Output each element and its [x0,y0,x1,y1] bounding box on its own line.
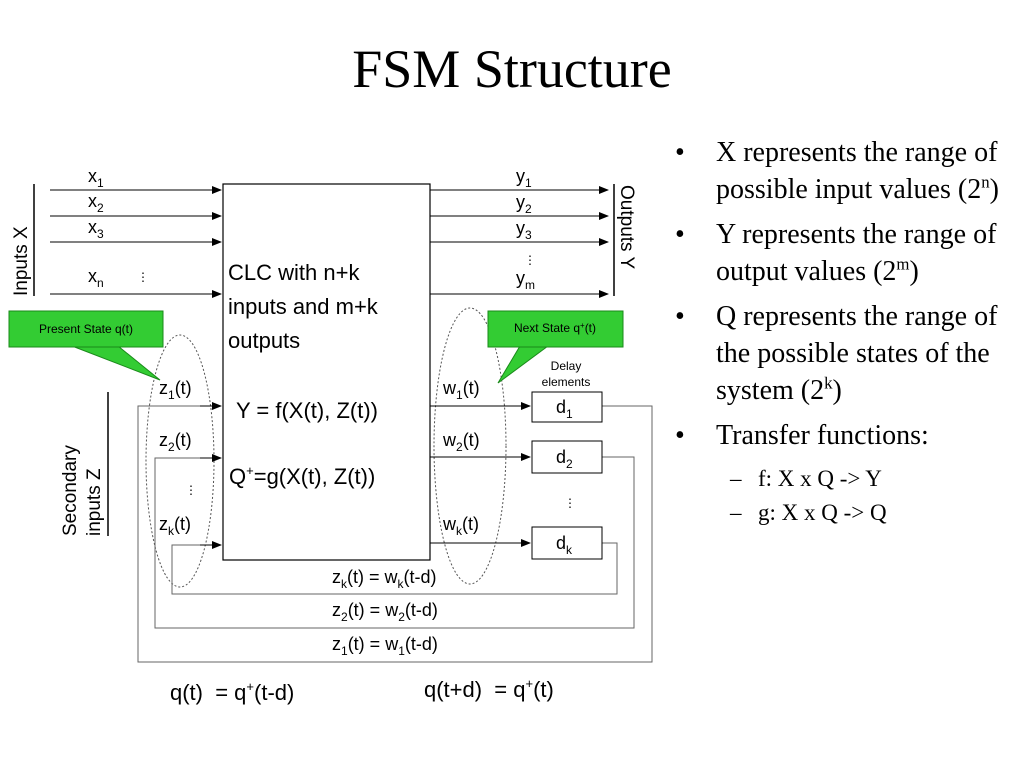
x3-label: x3 [88,217,104,241]
bullet-after: ) [832,375,842,406]
present-state-callout [8,310,164,348]
next-state-ellipse [433,307,507,585]
feedback-loop-k [171,542,618,595]
delay-ellipsis: ⋮ [564,496,576,510]
delay-elements-label-2: elements [542,375,591,389]
outputs-y-label: Outputs Y [616,185,637,269]
delay-box-1 [531,391,603,423]
xn-label: xn [88,266,104,290]
clc-line2: inputs and m+k [228,294,379,319]
bullet-dot-icon: • [675,137,685,168]
bullet-after: ) [909,256,919,287]
clc-box [222,183,431,561]
feedback-eq-k: zk(t) = wk(t-d) [332,567,437,591]
bullet-item: • Transfer functions: [672,417,1017,454]
slide-title: FSM Structure [352,39,672,99]
secondary-label-line2: inputs Z [84,468,105,536]
delay-box-k [531,526,603,560]
bullet-dot-icon: • [675,420,685,451]
dash-icon: – [730,466,742,491]
sub-bullet-item: –g: X x Q -> Q [672,496,1017,530]
y2-label: y2 [516,192,532,216]
z2-label: z2(t) [159,430,192,454]
sub-bullet-text: f: X x Q -> Y [758,466,882,491]
output-equation: Y = f(X(t), Z(t)) [236,398,378,423]
bullet-text: Transfer functions: [716,420,929,451]
zk-label: zk(t) [159,514,191,538]
present-state-callout-text: Present State q(t) [39,322,133,336]
delay-2-label: d2 [556,447,573,471]
ym-label: ym [516,268,535,292]
bullet-sup: k [824,373,833,393]
bullet-item: • X represents the range of possible inpu… [672,134,1017,208]
y1-label: y1 [516,166,532,190]
w1-label: w1(t) [442,378,480,402]
present-state-relation: q(t) = q+(t-d) [170,679,294,705]
sub-bullet-text: g: X x Q -> Q [758,500,887,525]
delay-1-label: d1 [556,397,573,421]
next-state-callout-text: Next State q+(t) [514,321,596,335]
next-state-callout-tail [497,345,550,384]
bullet-list: • X represents the range of possible inpu… [672,134,1017,530]
bullet-text: Y represents the range of output values … [716,219,997,287]
x1-label: x1 [88,166,104,190]
feedback-eq-2: z2(t) = w2(t-d) [332,600,438,624]
bullet-text: X represents the range of possible input… [716,137,998,205]
z1-label: z1(t) [159,378,192,402]
present-state-callout-tail [71,345,161,381]
x-ellipsis: ⋮ [137,270,149,284]
next-state-equation: Q+=g(X(t), Z(t)) [229,463,375,489]
secondary-label-line1: Secondary [60,445,81,536]
bullet-sup: m [896,254,910,274]
inputs-x-label: Inputs X [11,226,32,296]
bullet-item: • Y represents the range of output values… [672,216,1017,290]
sub-bullet-item: –f: X x Q -> Y [672,462,1017,496]
z-ellipsis: ⋮ [185,483,197,497]
bullet-sup: n [981,172,990,192]
dash-icon: – [730,500,742,525]
wk-label: wk(t) [442,514,479,538]
w2-label: w2(t) [442,430,480,454]
delay-box-2 [531,440,603,474]
next-state-relation: q(t+d) = q+(t) [424,676,554,702]
bullet-text: Q represents the range of the possible s… [716,301,998,406]
bullet-after: ) [989,174,999,205]
feedback-eq-1: z1(t) = w1(t-d) [332,634,438,658]
y3-label: y3 [516,218,532,242]
clc-line3: outputs [228,328,300,353]
bullet-item: • Q represents the range of the possible … [672,298,1017,409]
delay-k-label: dk [556,533,573,557]
y-ellipsis: ⋮ [524,253,536,267]
present-state-ellipse [145,334,215,588]
bullet-dot-icon: • [675,301,685,332]
next-state-callout [487,310,624,348]
feedback-loop-2 [154,456,635,629]
feedback-loop-1 [137,405,653,663]
x2-label: x2 [88,191,104,215]
bullet-dot-icon: • [675,219,685,250]
clc-line1: CLC with n+k [228,260,360,285]
delay-elements-label-1: Delay [551,359,582,373]
